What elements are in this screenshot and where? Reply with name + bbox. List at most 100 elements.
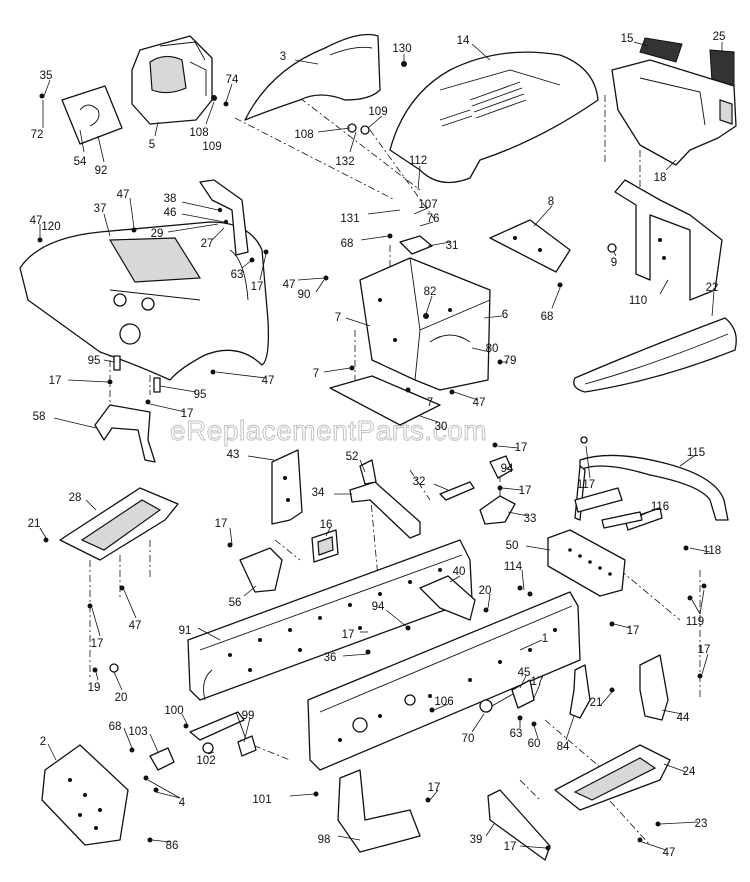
callout-c68a: 68: [341, 238, 354, 250]
callout-c14: 14: [457, 35, 470, 47]
axle-support-holes: [568, 548, 612, 576]
callout-c82: 82: [424, 286, 437, 298]
part-plate: [489, 219, 571, 273]
part-grommet: [311, 529, 339, 563]
callout-c80: 80: [486, 343, 499, 355]
callout-c119: 119: [686, 616, 704, 628]
callout-c106: 106: [434, 696, 453, 708]
callout-c94a: 94: [501, 463, 514, 475]
callout-c19: 19: [88, 682, 101, 694]
part-bracket-103: [149, 747, 175, 771]
callout-c99: 99: [242, 710, 255, 722]
callout-c103: 103: [128, 726, 147, 738]
callout-c17h: 17: [342, 629, 355, 641]
callout-c7c: 7: [427, 397, 433, 409]
callout-c79: 79: [504, 355, 517, 367]
callout-c34: 34: [312, 487, 325, 499]
callout-c30: 30: [435, 421, 448, 433]
callout-c6: 6: [502, 309, 508, 321]
callout-c29: 29: [151, 228, 164, 240]
callout-c47b: 47: [30, 215, 43, 227]
part-brake-rod: [189, 711, 257, 757]
callout-c7a: 7: [335, 312, 341, 324]
callout-c17m: 17: [504, 841, 517, 853]
callout-c2: 2: [40, 736, 46, 748]
callout-c24: 24: [683, 766, 696, 778]
part-axle-support: [547, 529, 626, 597]
part-cross-brace: [349, 459, 421, 539]
callout-c40: 40: [453, 566, 466, 578]
part-frame-rail-right: [307, 591, 581, 771]
callout-c17e: 17: [519, 485, 532, 497]
part-front-bumper: [573, 317, 737, 393]
callout-c72: 72: [31, 129, 44, 141]
callout-c94b: 94: [372, 601, 385, 613]
part-hood: [389, 51, 599, 184]
callout-c17b: 17: [49, 375, 62, 387]
callout-c17k: 17: [531, 676, 544, 688]
callout-c21b: 21: [590, 697, 603, 709]
callout-c116: 116: [651, 501, 669, 513]
part-bracket-94: [489, 455, 513, 479]
callout-c54: 54: [74, 156, 87, 168]
part-guard-98: [337, 769, 421, 853]
callout-c27: 27: [201, 238, 214, 250]
callout-c86: 86: [166, 840, 179, 852]
part-eye-bolt: [479, 679, 535, 713]
callout-c101: 101: [252, 794, 271, 806]
callout-c17c: 17: [181, 408, 194, 420]
callout-c43: 43: [227, 449, 240, 461]
fasteners: [37, 61, 707, 851]
callout-c17d: 17: [515, 442, 528, 454]
callout-c47f: 47: [129, 620, 142, 632]
part-floor-pan: [329, 375, 441, 426]
callout-c17i: 17: [91, 638, 104, 650]
part-clip-32: [439, 481, 475, 501]
part-bracket-58: [94, 404, 156, 463]
callout-c20a: 20: [479, 585, 492, 597]
callout-c3: 3: [280, 51, 286, 63]
callout-c17f: 17: [215, 518, 228, 530]
callout-c107: 107: [418, 199, 437, 211]
part-grilles: [639, 37, 735, 87]
hood-vents: [439, 81, 527, 127]
callout-c47c: 47: [283, 279, 296, 291]
callout-c28: 28: [69, 492, 82, 504]
callout-c112: 112: [409, 155, 427, 167]
part-footrest-left: [59, 487, 179, 561]
callout-c47g: 47: [663, 847, 676, 859]
watermark-text: eReplacementParts.com: [170, 415, 487, 446]
callout-c38: 38: [164, 193, 177, 205]
callout-c7b: 7: [313, 368, 319, 380]
callout-c95b: 95: [194, 389, 207, 401]
callout-c109b: 109: [368, 106, 387, 118]
callout-c91: 91: [179, 625, 192, 637]
callout-c4: 4: [179, 797, 186, 809]
callout-c95a: 95: [88, 355, 101, 367]
callout-c130: 130: [392, 43, 411, 55]
part-console: [359, 257, 491, 391]
callout-c36: 36: [324, 652, 337, 664]
callout-c76: 76: [427, 213, 440, 225]
callout-c56: 56: [229, 597, 242, 609]
callout-c47d: 47: [262, 375, 275, 387]
part-dash-panel: [131, 35, 213, 125]
callout-c1: 1: [542, 633, 548, 645]
callout-c131: 131: [340, 213, 359, 225]
callout-c118: 118: [703, 545, 721, 557]
part-bracket-84: [569, 664, 591, 719]
rail-holes-right: [338, 628, 557, 742]
callout-c102: 102: [196, 755, 215, 767]
callout-c84: 84: [557, 741, 570, 753]
part-pins: [113, 355, 161, 393]
part-seat-bracket: [199, 179, 249, 256]
part-bracket-44: [639, 654, 669, 721]
callout-c68c: 68: [109, 721, 122, 733]
callout-c17a: 17: [251, 281, 264, 293]
callout-c90: 90: [298, 289, 311, 301]
part-mount-plate: [41, 744, 129, 846]
callout-c108b: 108: [294, 129, 313, 141]
callout-c32: 32: [413, 476, 426, 488]
callout-c60: 60: [528, 738, 541, 750]
